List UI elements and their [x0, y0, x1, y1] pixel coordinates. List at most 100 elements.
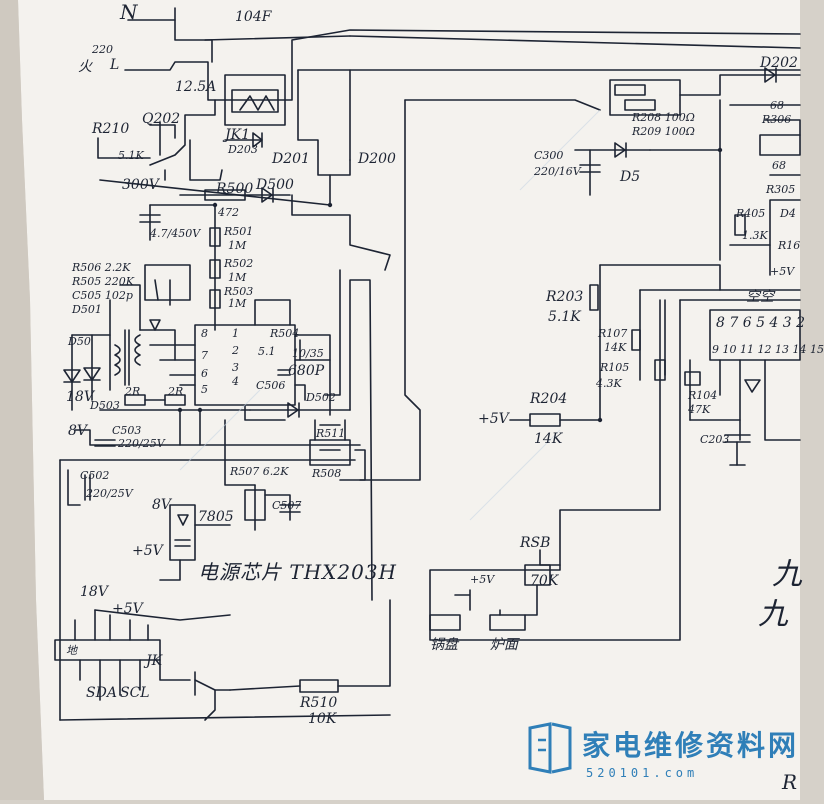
label-r508: R508	[312, 467, 342, 480]
label-r2r2: 2R	[168, 385, 184, 398]
label-n: N	[120, 0, 139, 24]
label-r306v: 68	[770, 99, 784, 112]
label-l-cn: 火	[78, 59, 92, 75]
label-c506v: 680P	[288, 363, 325, 379]
label-plus5v: +5V	[132, 543, 163, 559]
label-kk: 空空	[746, 289, 774, 305]
label-d500: D500	[256, 177, 294, 193]
label-r505: R505 220K	[72, 275, 134, 288]
label-plus5vb: +5V	[112, 601, 143, 617]
label-d503: D503	[90, 399, 120, 412]
label-r506: R506 2.2K	[72, 261, 131, 274]
label-v18: 18V	[66, 389, 94, 405]
label-c507: C507	[272, 499, 302, 512]
diagram-title: 电源芯片 THX203H	[198, 560, 397, 584]
label-c203: C203	[700, 433, 730, 446]
label-edge2: 九	[758, 597, 788, 632]
label-d5a: D50	[68, 335, 91, 348]
label-fuse: 12.5A	[175, 79, 217, 95]
label-r105: R105	[600, 361, 630, 374]
label-r203: R203	[546, 289, 584, 305]
schematic-drawing	[0, 0, 801, 800]
label-v18b: 18V	[80, 584, 108, 600]
label-r2r: 2R	[125, 385, 141, 398]
label-plus5vd: +5V	[478, 411, 509, 427]
label-rsbv: 70K	[530, 573, 559, 589]
label-r104v: 47K	[688, 403, 711, 416]
watermark: 家电维修资料网 520101.com	[526, 722, 798, 792]
faint-watermark	[179, 109, 601, 521]
label-ic-p7: 7	[201, 349, 208, 362]
label-r204: R204	[530, 391, 568, 407]
label-r305v: 68	[772, 159, 786, 172]
label-d502: D502	[306, 391, 336, 404]
label-r208: R208 100Ω	[632, 111, 695, 124]
label-v8b: 8V	[152, 497, 172, 513]
label-r107: R107	[598, 327, 628, 340]
label-r510v: 10K	[308, 711, 337, 727]
label-conn-right: 炉面	[490, 637, 518, 653]
label-r501: R501	[224, 225, 254, 238]
label-r305: R305	[766, 183, 796, 196]
label-r507: R507 6.2K	[230, 465, 289, 478]
label-c506: C506	[256, 379, 286, 392]
wires	[54, 7, 801, 721]
label-ic-p1: 1	[232, 327, 239, 340]
label-ic-p6: 6	[201, 367, 208, 380]
label-ic-p5: 5	[201, 383, 208, 396]
label-r500: R500	[216, 181, 254, 197]
label-edge1: 九	[772, 557, 802, 592]
label-r510: R510	[300, 695, 338, 711]
label-c300: C300	[534, 149, 564, 162]
label-ic-p2: 2	[232, 344, 239, 357]
label-pins-bot: 9 10 11 12 13 14 15	[712, 343, 824, 356]
watermark-name: 家电维修资料网	[582, 729, 800, 762]
label-c50x: 10/35	[292, 347, 324, 360]
label-ic7805: 7805	[198, 509, 234, 525]
paper-shadow	[0, 0, 44, 800]
label-r511: R511	[316, 427, 346, 440]
label-l: L	[110, 57, 120, 73]
label-pins-top: 8 7 6 5 4 3 2	[716, 315, 806, 331]
label-d202: D202	[760, 55, 798, 71]
label-edge3: R	[782, 770, 799, 794]
label-d501: D501	[72, 303, 102, 316]
label-r503: R503	[224, 285, 254, 298]
label-v300: 300V	[122, 177, 159, 193]
label-c503: C503	[112, 424, 142, 437]
label-d4: D4	[780, 207, 796, 220]
label-r204v: 14K	[534, 431, 563, 447]
label-c503v: 220/25V	[118, 437, 165, 450]
label-q202: Q202	[142, 111, 181, 127]
label-r504: R504	[270, 327, 300, 340]
label-d201: D201	[272, 151, 310, 167]
label-conn-sda: SDA	[86, 685, 117, 701]
label-r405v: 1.3K	[742, 229, 768, 242]
label-c104: 104F	[235, 9, 272, 25]
label-c502: C502	[80, 469, 110, 482]
label-r405: R405	[736, 207, 766, 220]
label-r306: R306	[762, 113, 792, 126]
label-r209: R209 100Ω	[632, 125, 695, 138]
label-plus5ve: +5V	[470, 573, 495, 586]
label-r104: R104	[688, 389, 718, 402]
label-plus5vc: +5V	[770, 265, 795, 278]
label-c505: C505 102p	[72, 289, 133, 302]
label-c502v: 220/25V	[86, 487, 133, 500]
label-ic-p8: 8	[201, 327, 208, 340]
label-conn-jk: JK	[146, 653, 163, 669]
junctions	[177, 147, 723, 423]
label-r51k: 5.1K	[118, 149, 144, 162]
label-r107v: 14K	[604, 341, 627, 354]
label-r210: R210	[92, 121, 130, 137]
label-d203: D203	[228, 143, 258, 156]
label-r203v: 5.1K	[548, 309, 581, 325]
label-conn-gnd: 地	[66, 644, 77, 657]
label-conn-left: 锅盘	[430, 637, 458, 653]
label-r472: 472	[218, 206, 239, 219]
label-r502v: 1M	[228, 271, 247, 284]
watermark-logo-icon	[528, 722, 572, 774]
label-r105v: 4.3K	[596, 377, 622, 390]
label-v8: 8V	[68, 423, 88, 439]
label-c300v: 220/16V	[534, 165, 581, 178]
